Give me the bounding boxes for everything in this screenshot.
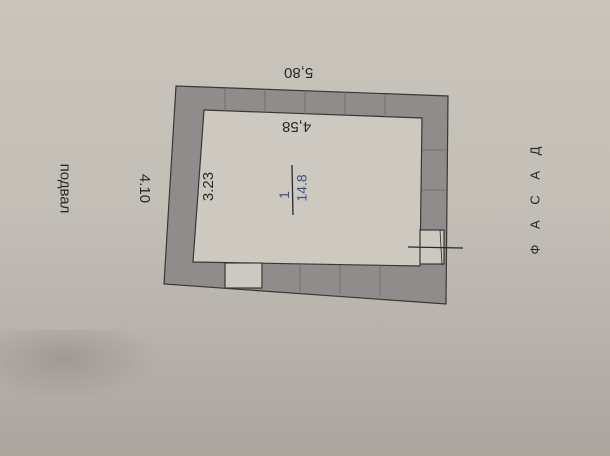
window-axis-line xyxy=(407,246,464,249)
facade-label: Ф А С А Д xyxy=(527,140,543,255)
room-number: 1 xyxy=(275,191,292,199)
wall-segment-lines xyxy=(224,88,446,296)
dimension-outer-length: 5,80 xyxy=(284,64,314,81)
dimension-outer-width: 4.10 xyxy=(136,173,154,204)
dimension-inner-width: 3.23 xyxy=(200,171,218,202)
level-label: подвал xyxy=(56,163,74,214)
room-area: 14.8 xyxy=(293,174,310,202)
paper-shadow xyxy=(0,330,160,400)
door-opening xyxy=(224,262,263,289)
room-interior xyxy=(192,109,423,267)
room-label-divider xyxy=(291,164,294,216)
dimension-inner-length: 4,58 xyxy=(282,118,312,135)
